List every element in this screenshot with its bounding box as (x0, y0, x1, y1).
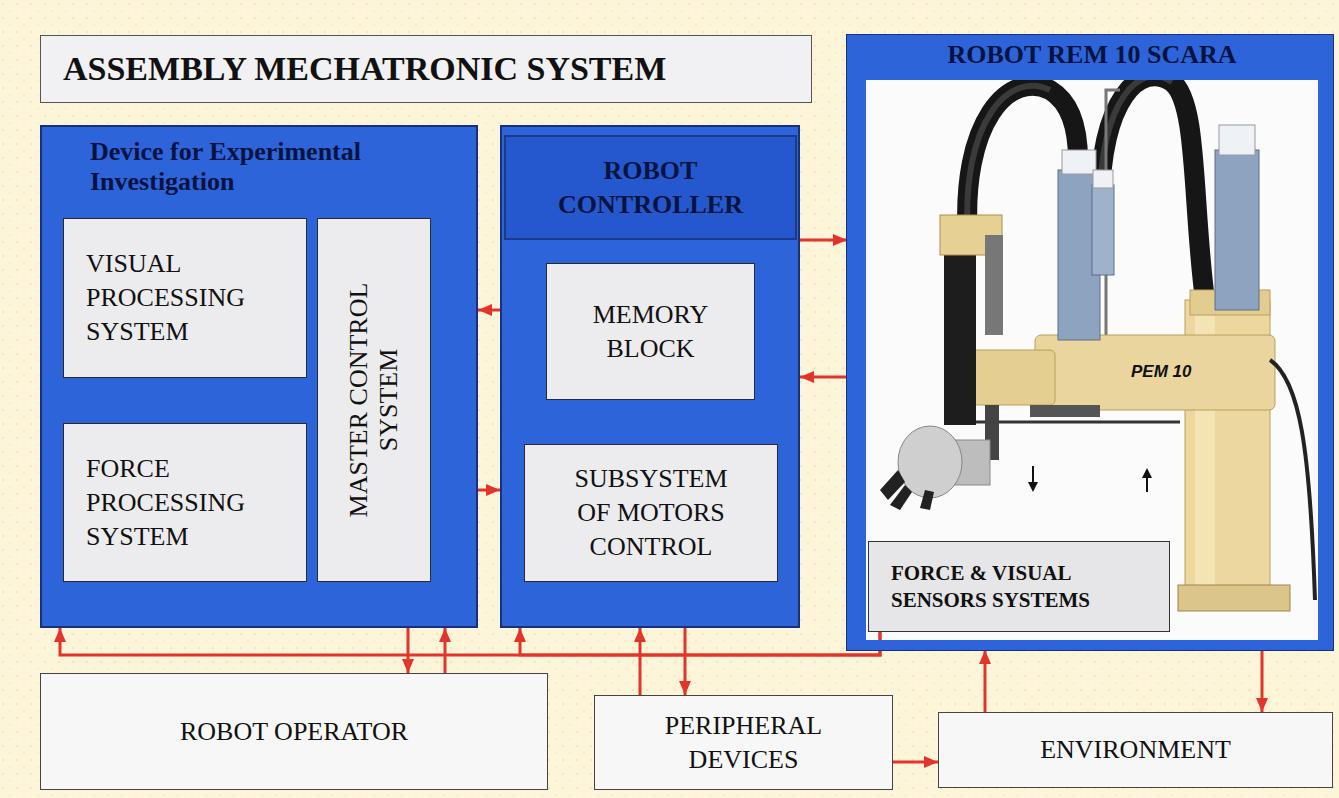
external-box: ENVIRONMENT (938, 712, 1333, 788)
process-box: MEMORY BLOCK (546, 263, 755, 400)
z-axis-motor (944, 250, 976, 425)
motion-arrow (1032, 466, 1034, 482)
data-flow-arrow (60, 628, 880, 655)
joint-disk (1030, 405, 1100, 417)
data-flow-arrow (478, 489, 500, 492)
box-label: VISUAL PROCESSING SYSTEM (86, 247, 286, 349)
motor-rod (985, 235, 1003, 335)
cylinder-cap (1219, 125, 1255, 155)
panel-heading: ROBOT REM 10 SCARA (866, 39, 1318, 71)
motion-arrow-head (1028, 482, 1038, 492)
sensor-box: FORCE & VISUAL SENSORS SYSTEMS (868, 541, 1170, 632)
robot-panel: ROBOT REM 10 SCARA FORCE & VISUAL SENSORS… (847, 35, 1333, 650)
external-box: PERIPHERAL DEVICES (594, 695, 893, 790)
process-box: FORCE PROCESSING SYSTEM (63, 423, 307, 582)
process-box: VISUAL PROCESSING SYSTEM (63, 218, 307, 378)
panel-heading: Device for Experimental Investigation (90, 137, 430, 197)
data-flow-arrow (639, 628, 642, 695)
data-flow-arrow (478, 309, 500, 312)
box-label: FORCE & VISUAL SENSORS SYSTEMS (891, 560, 1141, 614)
title-box: ASSEMBLY MECHATRONIC SYSTEM (40, 35, 812, 103)
data-flow-arrow (520, 628, 880, 655)
box-label: FORCE PROCESSING SYSTEM (86, 452, 286, 554)
motion-arrow (1146, 478, 1148, 492)
motor-cylinder (1215, 150, 1259, 310)
hose (1100, 76, 1205, 300)
power-cable (1270, 360, 1315, 600)
box-label: SUBSYSTEM OF MOTORS CONTROL (561, 462, 741, 564)
robot-base (1178, 585, 1290, 611)
robot-arm (1035, 335, 1275, 410)
data-flow-arrow (444, 628, 447, 673)
header-band: ROBOT CONTROLLER (504, 135, 797, 240)
panel-heading: ROBOT CONTROLLER (541, 154, 761, 222)
motion-arrow-head (1142, 468, 1152, 478)
data-flow-arrow (407, 628, 410, 673)
cylinder-cap (1093, 170, 1113, 188)
gripper-drum (898, 426, 962, 498)
process-box: MASTER CONTROL SYSTEM (317, 218, 431, 582)
box-label: PERIPHERAL DEVICES (634, 709, 854, 777)
gripper-finger (920, 490, 934, 510)
label-anchor: PEM 10 (1128, 362, 1194, 382)
data-flow-arrow (984, 650, 987, 712)
cylinder-cap (1062, 150, 1096, 174)
data-flow-arrow (684, 628, 687, 695)
subsystem-panel: Device for Experimental InvestigationVIS… (40, 125, 478, 628)
process-box: SUBSYSTEM OF MOTORS CONTROL (524, 444, 778, 582)
data-flow-arrow (800, 376, 847, 379)
diagram-title: ASSEMBLY MECHATRONIC SYSTEM (63, 49, 666, 89)
data-flow-arrow (893, 761, 938, 764)
data-flow-arrow (1261, 650, 1264, 712)
external-box: ROBOT OPERATOR (40, 673, 548, 790)
box-label: MASTER CONTROL SYSTEM (344, 250, 404, 550)
box-label: ENVIRONMENT (1040, 733, 1231, 767)
photo-ground (866, 80, 1318, 640)
controller-panel: ROBOT CONTROLLER MEMORY BLOCK SUBSYSTEM OF… (500, 125, 800, 628)
gripper-finger (890, 485, 912, 510)
box-label: ROBOT OPERATOR (180, 715, 408, 749)
motor-cylinder (1092, 185, 1114, 275)
part-label: PEM 10 (1128, 362, 1194, 382)
box-label: MEMORY BLOCK (566, 298, 736, 366)
data-flow-arrow (800, 239, 847, 242)
